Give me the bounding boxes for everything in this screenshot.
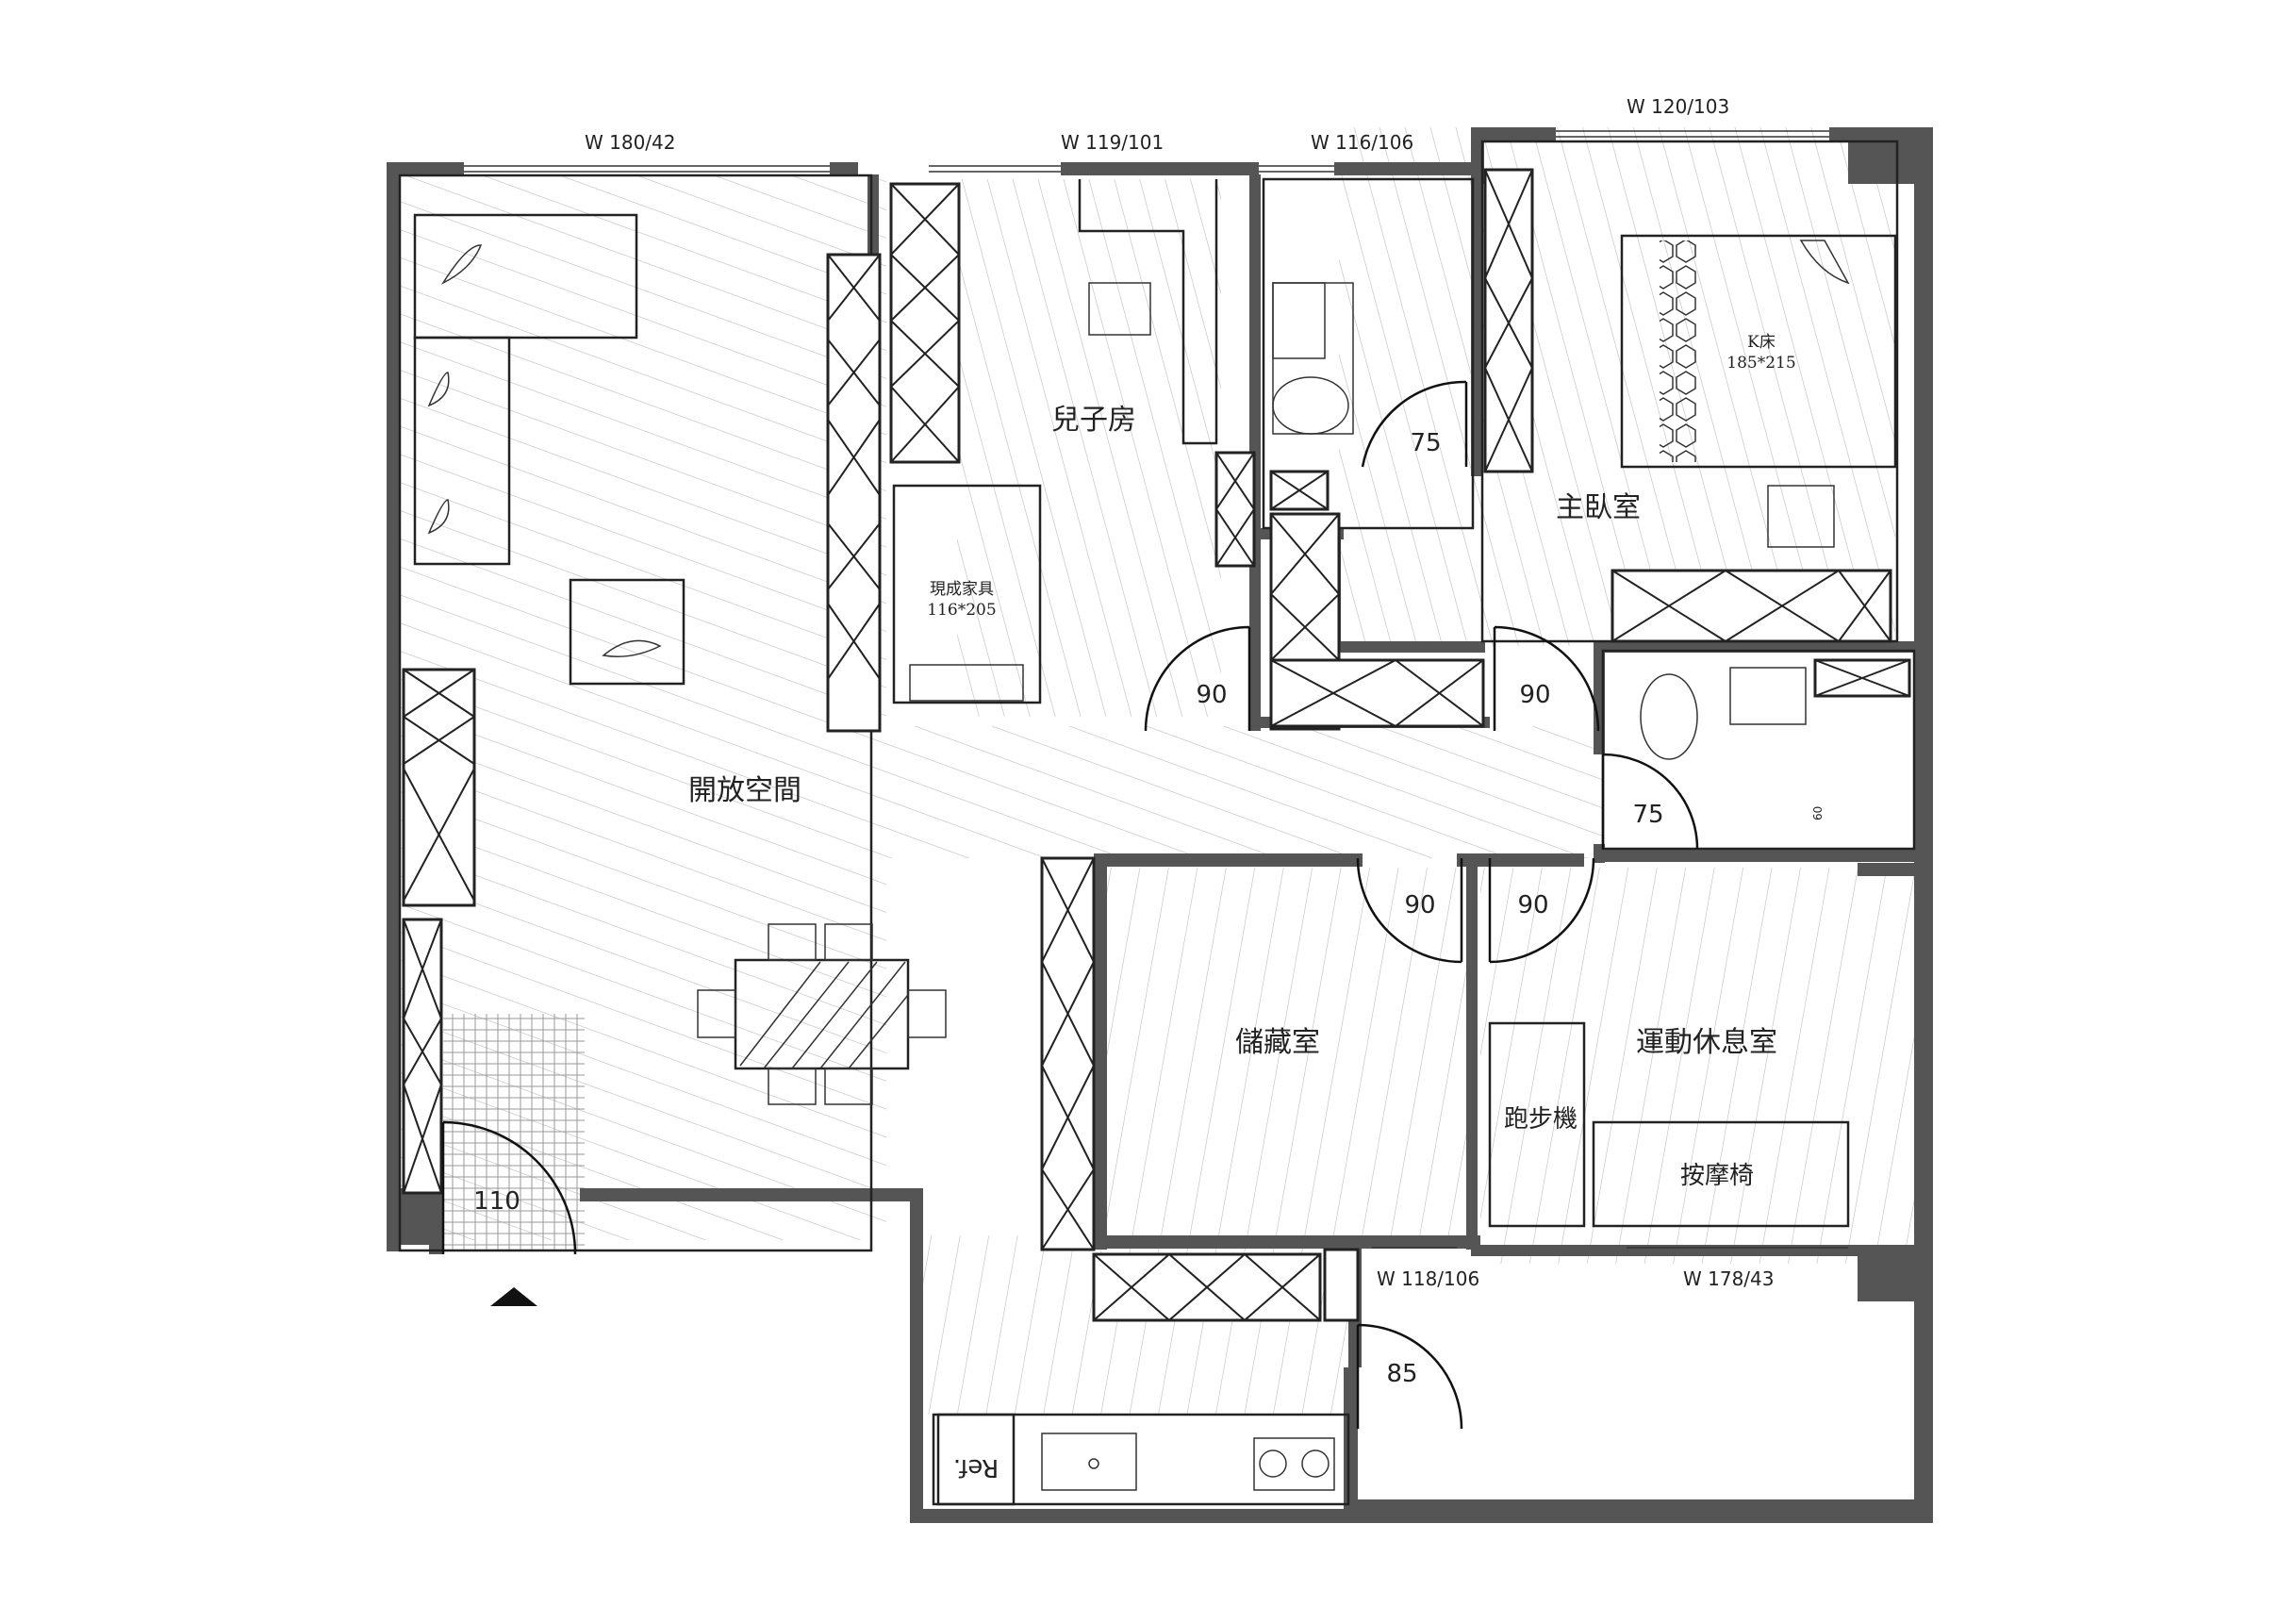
doors xyxy=(441,380,1699,1430)
shelf-bath2 xyxy=(1813,658,1911,698)
room-master: 主臥室 xyxy=(1556,491,1641,524)
wardrobe-master-left xyxy=(1483,168,1534,473)
door-size: 75 xyxy=(1632,801,1663,829)
son-bed-size: 116*205 xyxy=(927,601,996,620)
door-size: 90 xyxy=(1196,681,1227,709)
cabinet-storage-bottom xyxy=(1092,1248,1360,1322)
room-son: 兒子房 xyxy=(1051,404,1136,437)
door-labels: 110 90 75 90 75 90 90 85 xyxy=(473,429,1663,1388)
shelf-son-left xyxy=(826,253,882,733)
wardrobe-son xyxy=(889,182,961,464)
bath-dim-label: 60 xyxy=(1811,806,1825,820)
king-bed-size: 185*215 xyxy=(1726,354,1795,373)
window-openings xyxy=(464,130,1848,1249)
door-size: 90 xyxy=(1519,681,1550,709)
furniture-labels: 現成家具 116*205 K床 185*215 跑步機 按摩椅 Ref. 60 xyxy=(927,333,1825,1482)
son-desk xyxy=(1078,179,1218,445)
toilet-2 xyxy=(1640,667,1807,760)
cabinet-storage-left xyxy=(1040,856,1096,1251)
door-entry xyxy=(441,1120,577,1255)
kitchen-counter xyxy=(932,1413,1350,1506)
son-bed-label: 現成家具 xyxy=(930,580,994,599)
window-label: W 119/101 xyxy=(1061,131,1164,154)
massage-chair-box xyxy=(1592,1120,1850,1228)
entry-arrow-icon xyxy=(490,1287,537,1306)
closet-hall xyxy=(1269,470,1485,731)
king-bed xyxy=(1620,234,1897,469)
cabinets xyxy=(402,168,1911,1322)
cabinet-living-left xyxy=(402,668,476,1195)
dining-table xyxy=(697,923,947,1105)
window-label: W 180/42 xyxy=(585,131,676,154)
door-balcony xyxy=(1356,1323,1463,1430)
floor-textures xyxy=(396,127,1914,1415)
door-size: 90 xyxy=(1517,891,1548,919)
door-size: 90 xyxy=(1404,891,1435,919)
window-labels: W 180/42 W 119/101 W 116/106 W 120/103 W… xyxy=(585,95,1775,1290)
window-label: W 116/106 xyxy=(1311,131,1413,154)
room-exercise: 運動休息室 xyxy=(1636,1026,1777,1059)
door-size: 110 xyxy=(473,1187,520,1216)
door-size: 85 xyxy=(1386,1360,1417,1388)
door-master xyxy=(1493,625,1600,732)
treadmill xyxy=(1488,1021,1586,1228)
king-bed-label: K床 xyxy=(1747,333,1776,352)
shelf-son-right xyxy=(1214,451,1256,568)
window-label: W 178/43 xyxy=(1683,1267,1775,1290)
room-labels: 開放空間 兒子房 主臥室 儲藏室 運動休息室 xyxy=(688,404,1777,1059)
door-size: 75 xyxy=(1410,429,1441,457)
fridge-label: Ref. xyxy=(953,1453,999,1482)
master-chair xyxy=(1767,485,1835,548)
door-exercise xyxy=(1488,857,1595,964)
walls xyxy=(387,127,1933,1523)
furniture xyxy=(413,179,1897,1506)
room-open-space: 開放空間 xyxy=(688,774,801,807)
door-son xyxy=(1144,625,1251,732)
massage-chair-label: 按摩椅 xyxy=(1680,1162,1754,1190)
armchair xyxy=(569,578,685,686)
sofa xyxy=(413,213,638,566)
room-storage: 儲藏室 xyxy=(1235,1026,1320,1059)
door-storage xyxy=(1356,857,1463,964)
window-label: W 120/103 xyxy=(1627,95,1729,118)
door-bath1 xyxy=(1361,380,1468,468)
treadmill-label: 跑步機 xyxy=(1504,1105,1577,1134)
toilet-1 xyxy=(1272,282,1354,435)
wardrobe-master-bottom xyxy=(1611,569,1892,643)
door-bath2 xyxy=(1601,753,1699,850)
son-bed xyxy=(892,484,1042,704)
window-label: W 118/106 xyxy=(1377,1267,1479,1290)
